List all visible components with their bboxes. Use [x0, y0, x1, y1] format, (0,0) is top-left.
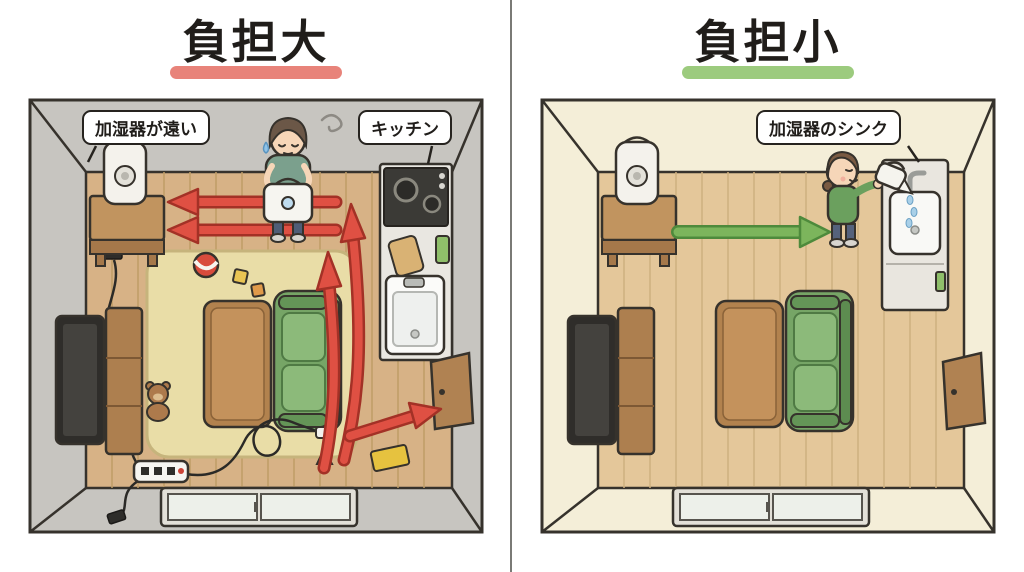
tv [566, 306, 656, 456]
toys [145, 251, 411, 472]
plug-icon [106, 509, 127, 525]
table [714, 299, 785, 429]
person-at-sink [822, 150, 918, 248]
label-kitchen: キッチン [358, 110, 452, 145]
right-title-underline [682, 66, 854, 79]
water-drop-icon [906, 195, 914, 205]
water-drop-icon [910, 207, 918, 217]
table [202, 299, 273, 429]
block-icon [232, 268, 249, 285]
sofa [784, 289, 855, 433]
sink-unit-icon [880, 158, 950, 312]
window-icon [159, 486, 359, 528]
sweat-drop-icon [262, 141, 270, 154]
window-icon [671, 486, 871, 528]
route-arrow-green [671, 215, 832, 249]
tv [54, 306, 144, 456]
cutting-board-green-icon [435, 235, 450, 264]
teddy-bear-icon [145, 381, 171, 422]
left-title-underline [170, 66, 342, 79]
water-drop-icon [905, 218, 913, 228]
door-icon [941, 351, 987, 431]
kitchen-sink-icon [384, 274, 446, 356]
label-pointer [426, 145, 434, 165]
right-title: 負担小 [694, 15, 842, 69]
right-room-scene: 加湿器のシンク [538, 96, 998, 536]
kettle-icon [874, 161, 914, 195]
label-pointer [86, 145, 98, 163]
dizzy-swirl-icon [320, 114, 343, 133]
block-icon [250, 282, 266, 298]
left-title: 負担大 [182, 15, 330, 69]
power-strip-icon [132, 459, 190, 484]
yellow-mat-icon [369, 444, 411, 472]
right-title-wrap: 負担小 [512, 6, 1024, 90]
label-humidifier-sink: 加湿器のシンク [756, 110, 901, 145]
kitchen-counter [378, 162, 454, 362]
door-icon [429, 351, 475, 431]
label-pointer [906, 145, 921, 163]
person-carrying-water [262, 114, 343, 243]
soap-icon [935, 271, 946, 292]
panel-divider [510, 0, 512, 572]
panel-light-burden: 負担小 [512, 0, 1024, 572]
panel-heavy-burden: 負担大 [0, 6, 512, 536]
label-humidifier-distance: 加湿器が遠い [82, 110, 210, 145]
ball-icon [192, 251, 220, 279]
room-illustration-heavy [28, 98, 484, 534]
cutting-board-wood-icon [387, 235, 425, 277]
humidifier-icon [600, 136, 678, 267]
room-illustration-light [540, 98, 996, 534]
left-room-scene: 加湿器が遠い キッチン [26, 96, 486, 536]
humidifier-icon [88, 136, 166, 267]
left-title-wrap: 負担大 [0, 6, 512, 90]
